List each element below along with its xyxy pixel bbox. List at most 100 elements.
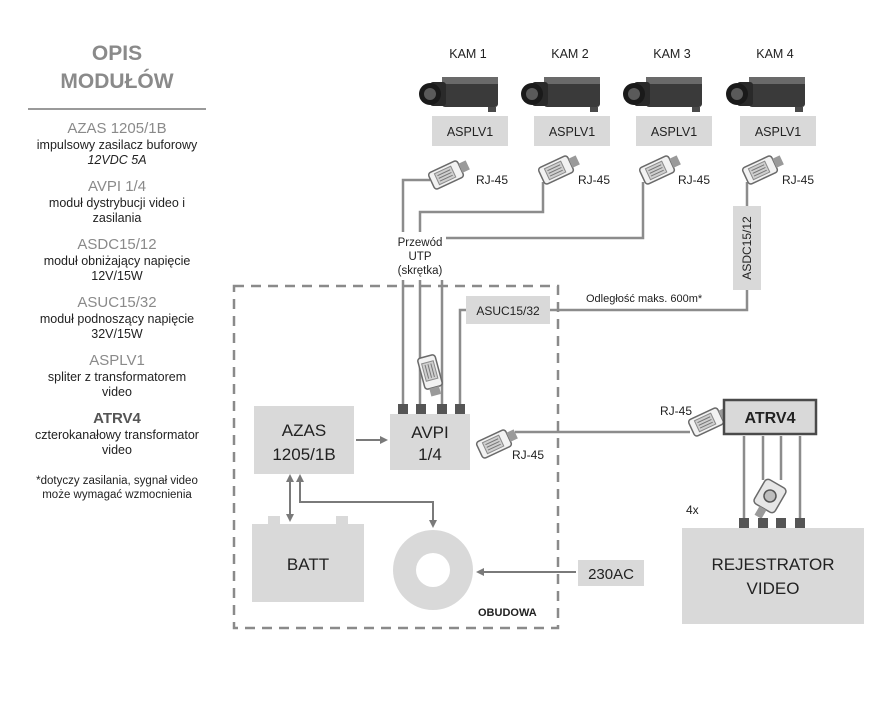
mains-box <box>578 560 644 586</box>
legend-item-desc: video <box>102 443 132 457</box>
asuc-module-box <box>466 296 550 324</box>
transformer-core <box>416 553 450 587</box>
legend-item-name: ASDC15/12 <box>77 236 157 253</box>
avpi-label-line2: 1/4 <box>418 445 442 464</box>
mains-label: 230AC <box>588 566 634 583</box>
camera-icon <box>419 77 498 112</box>
rj45-connector-icon <box>426 155 473 191</box>
camera-kam1: KAM 1 ASPLV1 RJ-45 <box>419 47 508 191</box>
legend-item-name: AZAS 1205/1B <box>67 120 167 137</box>
legend-item-desc: 32V/15W <box>91 327 143 341</box>
avpi-label-line1: AVPI <box>411 423 448 442</box>
utp-cable-kam3 <box>440 182 645 408</box>
splitter-box <box>636 116 712 146</box>
legend-item-desc: video <box>102 385 132 399</box>
multiplier-label: 4x <box>686 503 699 517</box>
legend-item-desc: zasilania <box>92 211 142 225</box>
legend-footnote-line1: *dotyczy zasilania, sygnał video <box>36 475 198 487</box>
connector-label: RJ-45 <box>782 173 814 187</box>
camera-label: KAM 1 <box>449 47 487 61</box>
legend-title-line2: MODUŁÓW <box>60 70 174 93</box>
connector-label: RJ-45 <box>678 173 710 187</box>
legend-item-name: ASPLV1 <box>89 352 145 369</box>
utp-cable-kam1 <box>401 178 430 408</box>
legend-item-name: ASUC15/32 <box>77 294 157 311</box>
splitter-label: ASPLV1 <box>651 125 697 139</box>
splitter-label: ASPLV1 <box>447 125 493 139</box>
legend-item-name: ATRV4 <box>93 410 141 427</box>
splitter-box <box>432 116 508 146</box>
legend-item-atrv: ATRV4 czterokanałowy transformator video <box>22 409 212 458</box>
legend-divider <box>28 108 206 110</box>
camera-kam4: KAM 4 ASPLV1 RJ-45 <box>726 47 816 187</box>
camera-label: KAM 3 <box>653 47 691 61</box>
rj45-connector-icon <box>536 150 583 186</box>
azas-label-line2: 1205/1B <box>272 445 335 464</box>
recorder-label-line1: REJESTRATOR <box>711 555 834 574</box>
azas-power-supply-box <box>254 406 354 474</box>
legend-item-avpi: AVPI 1/4 moduł dystrybucji video i zasil… <box>22 177 212 226</box>
module-description-panel: OPIS MODUŁÓW AZAS 1205/1B impulsowy zasi… <box>22 40 212 502</box>
internal-rj45-connector-icon <box>416 353 446 399</box>
battery-icon <box>252 524 364 602</box>
battery-terminal <box>268 516 280 526</box>
camera-kam3: KAM 3 ASPLV1 RJ-45 <box>623 47 712 187</box>
legend-item-desc: spliter z transformatorem <box>47 370 187 384</box>
legend-item-desc: moduł dystrybucji video i <box>48 196 186 210</box>
asuc-module-label: ASUC15/32 <box>476 304 540 318</box>
azas-transformer-arrow <box>296 474 437 528</box>
legend-item-asdc: ASDC15/12 moduł obniżający napięcie 12V/… <box>22 235 212 284</box>
enclosure-outline <box>232 284 560 630</box>
recorder-terminals <box>739 518 805 528</box>
cable-label-bg <box>394 232 446 280</box>
atrv-rj45-label: RJ-45 <box>660 404 692 418</box>
splitter-box <box>740 116 816 146</box>
camera-kam2: KAM 2 ASPLV1 RJ-45 <box>521 47 610 187</box>
legend-item-desc: 12V/15W <box>91 269 143 283</box>
camera-label: KAM 4 <box>756 47 794 61</box>
bnc-connector-icon <box>753 478 787 519</box>
connector-label: RJ-45 <box>476 173 508 187</box>
legend-item-azas: AZAS 1205/1B impulsowy zasilacz buforowy… <box>22 119 212 168</box>
avpi-rj45-label: RJ-45 <box>512 448 544 462</box>
legend-item-asplv: ASPLV1 spliter z transformatorem video <box>22 351 212 400</box>
splitter-box <box>534 116 610 146</box>
atrv-module-box <box>722 398 818 436</box>
distance-label: Odległość maks. 600m* <box>586 293 703 305</box>
cable-label-line2: UTP <box>409 251 432 263</box>
video-recorder-box <box>682 528 864 624</box>
asdc-module-box <box>733 206 761 290</box>
legend-item-asuc: ASUC15/32 moduł podnoszący napięcie 32V/… <box>22 293 212 342</box>
enclosure-label: OBUDOWA <box>478 607 537 619</box>
cable-label-line3: (skrętka) <box>398 265 443 277</box>
rj45-connector-icon <box>637 150 684 186</box>
legend-footnote: *dotyczy zasilania, sygnał video może wy… <box>22 474 212 502</box>
utp-cable-group <box>401 178 749 434</box>
battery-label: BATT <box>287 555 329 574</box>
legend-item-desc: moduł obniżający napięcie <box>43 254 191 268</box>
atrv-label: ATRV4 <box>745 410 796 427</box>
utp-cable-kam2 <box>418 182 545 408</box>
avpi-module-box <box>390 414 470 470</box>
legend-item-desc: 12VDC 5A <box>87 153 147 167</box>
camera-icon <box>521 77 600 112</box>
legend-title-line1: OPIS <box>91 42 143 65</box>
camera-label: KAM 2 <box>551 47 589 61</box>
splitter-label: ASPLV1 <box>755 125 801 139</box>
cable-label-line1: Przewód <box>398 237 443 249</box>
legend-item-desc: czterokanałowy transformator <box>35 428 199 442</box>
camera-icon <box>726 77 805 112</box>
legend-item-desc: impulsowy zasilacz buforowy <box>36 138 198 152</box>
rj45-connector-icon <box>740 150 787 186</box>
connector-label: RJ-45 <box>578 173 610 187</box>
camera-icon <box>623 77 702 112</box>
utp-cable-kam4 <box>458 290 749 408</box>
asdc-module-label: ASDC15/12 <box>740 216 754 280</box>
legend-item-name: AVPI 1/4 <box>87 178 147 195</box>
splitter-label: ASPLV1 <box>549 125 595 139</box>
avpi-terminals <box>398 404 465 414</box>
azas-label-line1: AZAS <box>282 421 326 440</box>
legend-footnote-line2: może wymagać wzmocnienia <box>42 489 192 501</box>
atrv-recorder-cables <box>742 436 802 520</box>
